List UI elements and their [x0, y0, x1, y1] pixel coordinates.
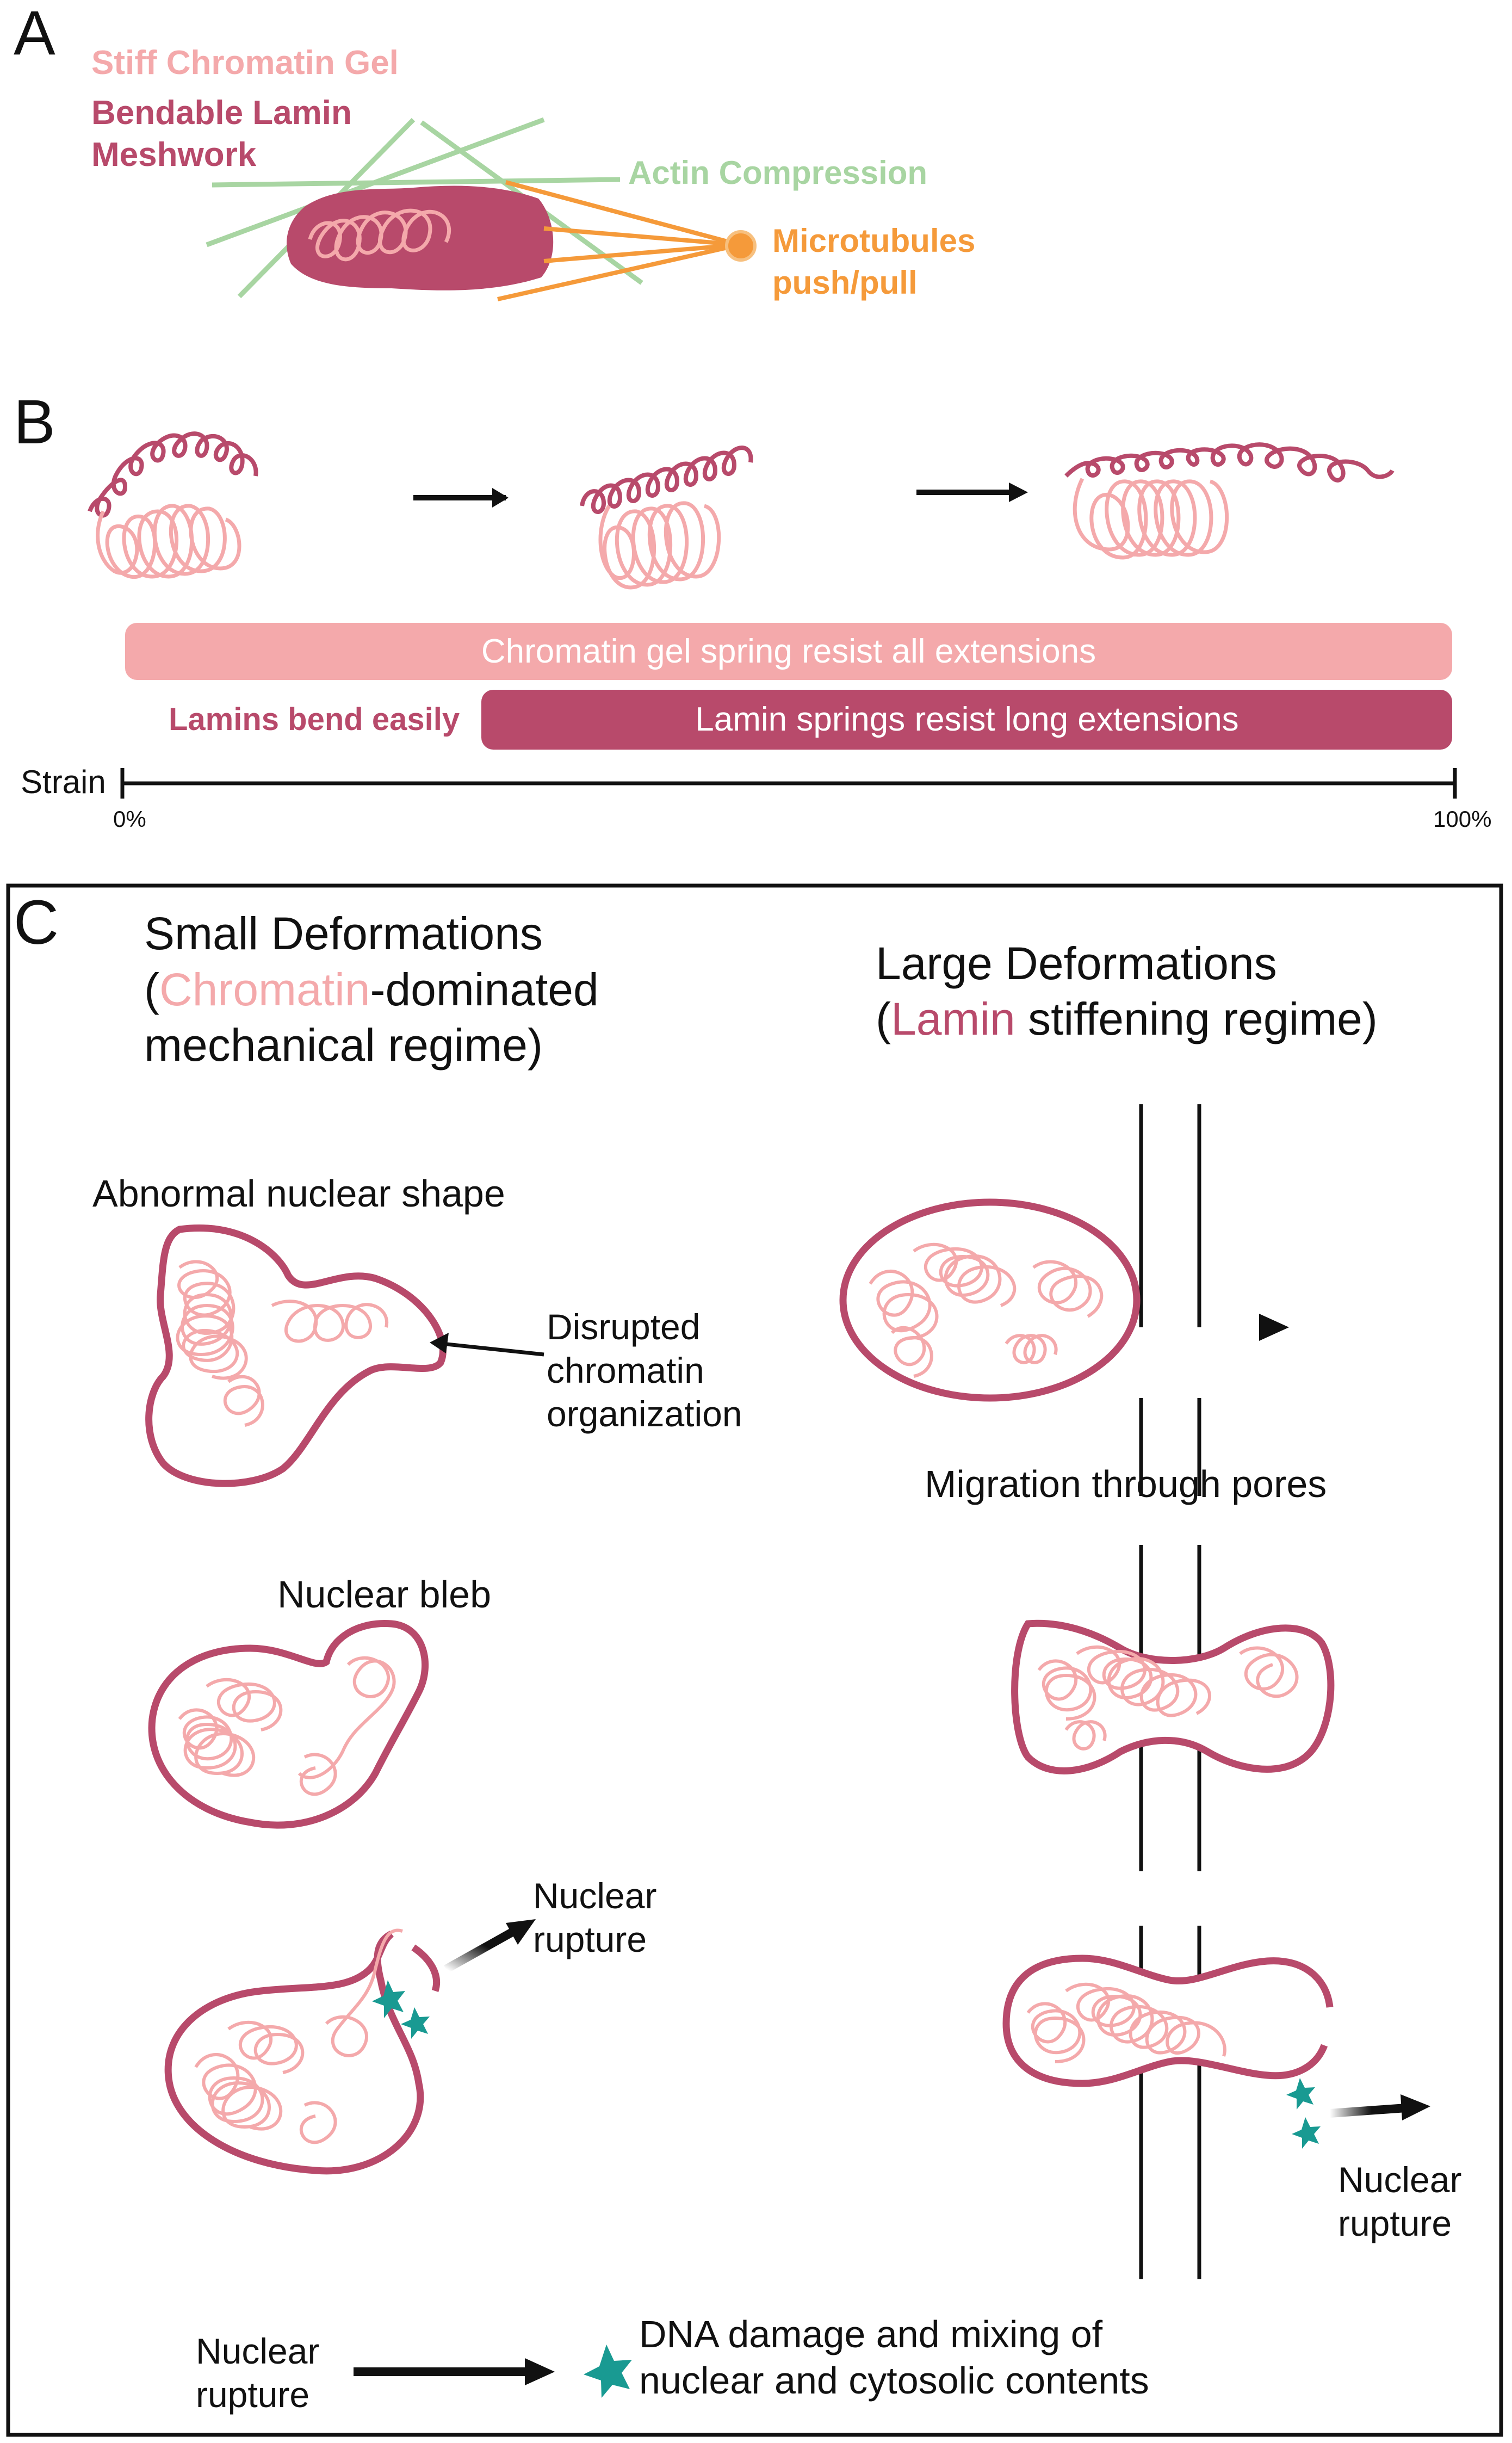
microtubules — [497, 180, 741, 301]
strain-label: Strain — [21, 764, 106, 800]
oval-nucleus — [839, 1198, 1141, 1402]
stiff-chromatin-gel-label: Stiff Chromatin Gel — [91, 44, 399, 82]
disrupted-label-1: Disrupted — [547, 1307, 700, 1347]
disrupted-arrow-line — [441, 1341, 544, 1357]
large-title-line2: (Lamin stiffening regime) — [876, 993, 1378, 1044]
legend-result-1: DNA damage and mixing of — [639, 2313, 1103, 2355]
rupture-label-large-2: rupture — [1338, 2203, 1452, 2243]
rupture-label-small-1: Nuclear — [533, 1876, 656, 1916]
damage-star-2 — [401, 2007, 430, 2039]
panel-a: A Stiff Chromatin Gel Bendable Lamin Mes… — [14, 0, 975, 301]
microtubules-label-2: push/pull — [772, 264, 918, 301]
large-title-line1: Large Deformations — [876, 938, 1277, 989]
abnormal-nucleus — [145, 1224, 447, 1487]
migration-label: Migration through pores — [925, 1463, 1327, 1505]
actin-compression-label: Actin Compression — [628, 154, 927, 191]
legend-result-2: nuclear and cytosolic contents — [639, 2359, 1149, 2402]
spring-state-2 — [580, 446, 753, 590]
chromatin-loops-a — [308, 208, 451, 262]
legend-rupture-1: Nuclear — [196, 2331, 319, 2371]
bendable-lamin-label-2: Meshwork — [91, 136, 257, 174]
small-title-line1: Small Deformations — [144, 908, 543, 959]
rupture-arrow-large — [1329, 2104, 1406, 2118]
lamin-bar — [481, 690, 1452, 750]
rupture-label-small-2: rupture — [533, 1919, 647, 1959]
abnormal-shape-label: Abnormal nuclear shape — [92, 1172, 505, 1215]
damage-star-4 — [1292, 2117, 1321, 2149]
microtubules-label-1: Microtubules — [772, 222, 975, 259]
bleb-nucleus — [148, 1619, 429, 1829]
spring-state-1 — [88, 431, 258, 579]
lamin-bar-label: Lamin springs resist long extensions — [695, 701, 1238, 738]
legend-damage-star — [584, 2345, 632, 2398]
disrupted-label-2: chromatin — [547, 1350, 704, 1390]
small-title-line2: (Chromatin-dominated — [144, 964, 599, 1015]
panel-b-letter: B — [14, 387, 55, 457]
rupture-nucleus-small — [164, 1928, 441, 2175]
spring-state-3 — [1064, 442, 1395, 560]
strain-min-label: 0% — [113, 806, 146, 832]
small-title-chromatin-word: Chromatin — [159, 964, 370, 1015]
chromatin-bar-label: Chromatin gel spring resist all extensio… — [481, 633, 1096, 670]
disrupted-label-3: organization — [547, 1394, 742, 1434]
pore-rupture-nucleus — [1002, 1955, 1334, 2149]
bendable-lamin-label-1: Bendable Lamin — [91, 94, 352, 132]
rupture-arrow-small — [444, 1927, 516, 1973]
centrosome — [725, 230, 757, 262]
nuclear-bleb-label: Nuclear bleb — [277, 1573, 491, 1616]
damage-star-1 — [372, 1980, 405, 2018]
large-title-lamin-word: Lamin — [891, 993, 1015, 1044]
small-title-line3: mechanical regime) — [144, 1019, 543, 1071]
lamins-bend-label: Lamins bend easily — [169, 702, 460, 737]
panel-a-letter: A — [14, 0, 55, 68]
rupture-label-large-1: Nuclear — [1338, 2160, 1461, 2200]
panel-c-frame — [6, 883, 1503, 2437]
panel-b: B Chromatin gel spring resist all extens… — [14, 387, 1491, 832]
chromatin-bar — [125, 623, 1452, 680]
damage-star-3 — [1286, 2078, 1315, 2110]
nucleus-a — [287, 185, 554, 290]
legend-rupture-2: rupture — [196, 2374, 309, 2415]
panel-c-letter: C — [14, 888, 59, 957]
strain-max-label: 100% — [1433, 806, 1491, 832]
panel-c: C Small Deformations (Chromatin-dominate… — [6, 883, 1503, 2437]
pore-nucleus — [1011, 1619, 1335, 1774]
